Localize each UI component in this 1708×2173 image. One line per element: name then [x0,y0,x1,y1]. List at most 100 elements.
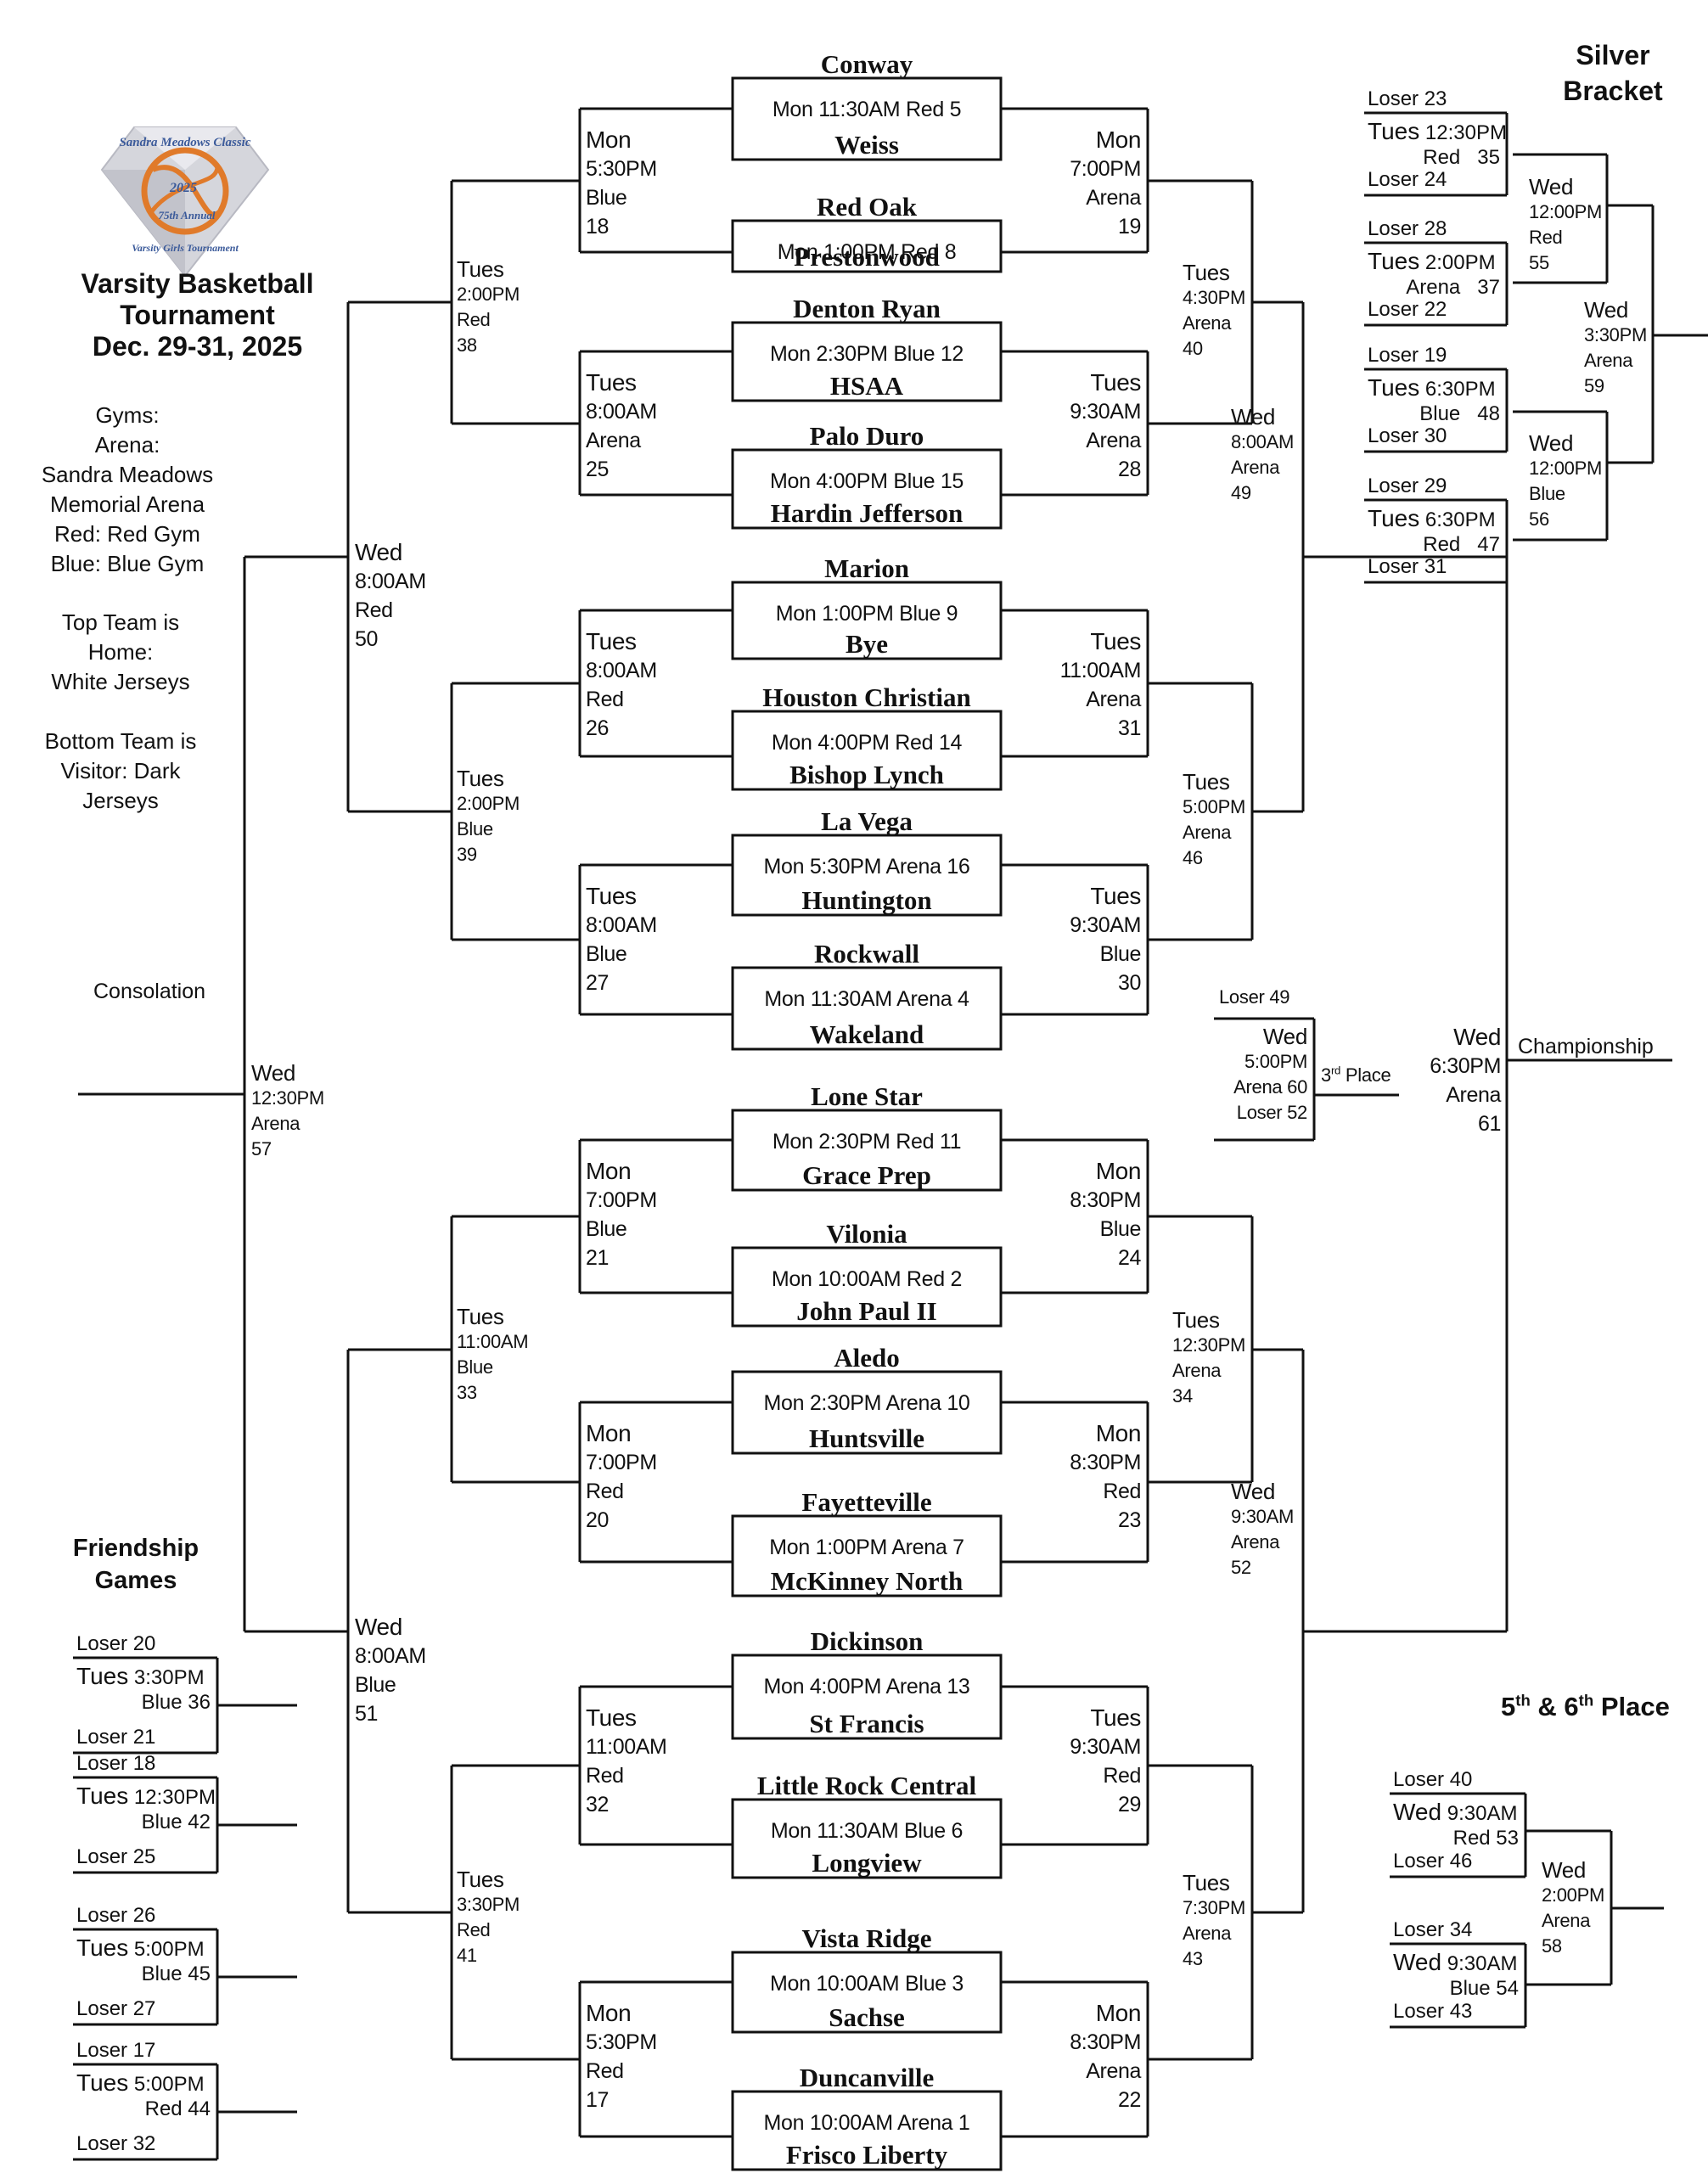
team-bottom: Grace Prep [802,1160,931,1190]
game-gym: Arena [1230,457,1280,478]
loser-bottom: Loser 24 [1368,168,1447,191]
match-time: Mon 5:30PM Arena 16 [763,855,970,879]
side-game-line[interactable]: Tues 5:00PM [76,1936,205,1960]
loser-bottom: Loser 32 [76,2132,156,2155]
match-time: Mon 10:00AM Arena 1 [763,2111,970,2135]
game-number: 40 [1182,338,1203,359]
matchup-box [731,581,1003,660]
loser-bottom: Loser 30 [1368,424,1447,447]
game-number: 19 [1117,215,1141,239]
team-bottom: Bishop Lynch [789,760,944,789]
game-day: Tues [1090,883,1141,909]
match-time: Mon 2:30PM Arena 10 [763,1391,970,1415]
game-gym: Red [1103,1764,1141,1788]
side-gym: Blue 42 [142,1812,211,1833]
game-gym: Red [586,688,624,711]
side-game-line[interactable]: Tues 12:30PM [1368,120,1507,143]
side-game-line[interactable]: Tues 12:30PM [76,1784,216,1808]
side-game-line[interactable]: Tues 3:30PM [76,1665,205,1688]
side-game-line[interactable]: Wed 9:30AM [1393,1951,1517,1974]
side-gym: Red 35 [1423,148,1500,168]
side-game-line[interactable]: Tues 2:00PM [1368,250,1496,273]
game-time: 3:30PM [1583,324,1647,345]
game-time: 9:30AM [1070,913,1141,937]
game-time: 6:30PM [1430,1054,1501,1078]
game-gym: Blue [457,1356,493,1378]
game-gym: Arena [586,429,641,452]
side-gym: Red 53 [1453,1828,1519,1849]
team-bottom: HSAA [829,371,904,401]
team-bottom: St Francis [809,1709,924,1738]
matchup-box [731,321,1003,402]
team-top: Little Rock Central [756,1771,977,1800]
match-time: Mon 10:00AM Blue 3 [769,1972,964,1996]
game-day: Mon [586,126,632,153]
game-gym: Arena [251,1113,301,1134]
side-gym: Red 47 [1423,535,1500,555]
info-line: Blue: Blue Gym [50,551,205,576]
game-day: Wed [1393,1799,1442,1825]
game-time: 2:00PM [457,793,520,814]
loser-top: Loser 34 [1393,1918,1473,1941]
side-game-line[interactable]: Tues 6:30PM [1368,507,1496,531]
game-gym: Red [586,2059,624,2083]
game-time: 5:00PM [133,1938,205,1961]
game-day: Wed [1541,1857,1587,1883]
game-day: Wed [1230,1479,1276,1504]
game-time: 2:00PM [1424,251,1496,274]
game-day: Tues [586,1704,637,1731]
tournament-logo: Sandra Meadows Classic 2025 75th Annual … [100,119,270,280]
game-number: 18 [586,215,610,239]
game-number: 57 [251,1138,272,1159]
matchup-box [731,2090,1003,2171]
game-day: Mon [586,1420,632,1446]
side-game-line[interactable]: Tues 6:30PM [1368,376,1496,400]
game-day: Wed [355,539,402,565]
game-day: Wed [251,1060,296,1086]
game-day: Tues [457,1867,504,1892]
side-game-line[interactable]: Wed 9:30AM [1393,1800,1517,1824]
game-number: 37 [1477,276,1500,299]
side-game-line[interactable]: Tues 5:00PM [76,2071,205,2095]
game-time: 5:30PM [586,2030,657,2054]
game-gym: Blue [1099,1217,1142,1241]
match-time: Mon 11:30AM Red 5 [772,98,962,121]
game-day: Tues [76,1934,129,1961]
game-day: Tues [457,1304,504,1329]
